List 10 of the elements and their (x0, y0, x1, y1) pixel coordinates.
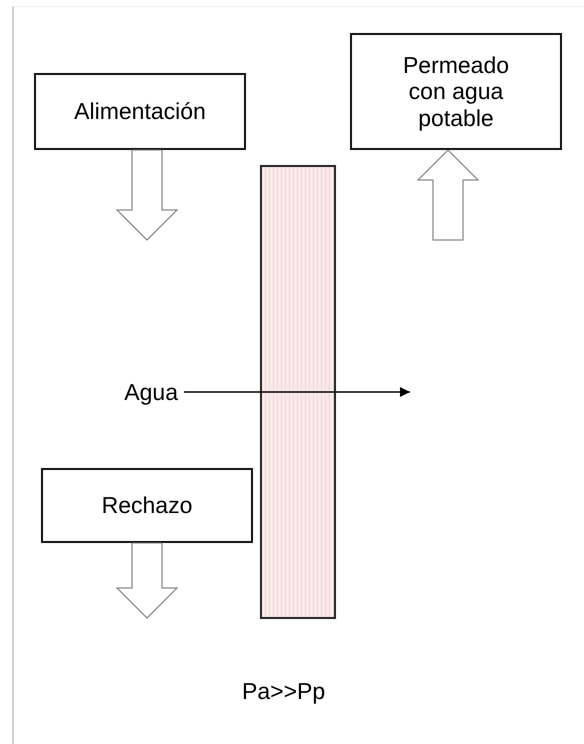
process-box: Alimentación (34, 73, 246, 150)
block-arrow (416, 149, 480, 240)
node-text: Agua (124, 378, 178, 406)
process-box: Permeado con agua potable (350, 33, 562, 150)
pressure-note: Pa>>Pp (242, 678, 326, 705)
process-box: Rechazo (41, 468, 253, 543)
membrane-bar (260, 165, 336, 619)
block-arrow (116, 542, 178, 619)
arrow (184, 387, 410, 397)
block-arrow (116, 150, 178, 241)
